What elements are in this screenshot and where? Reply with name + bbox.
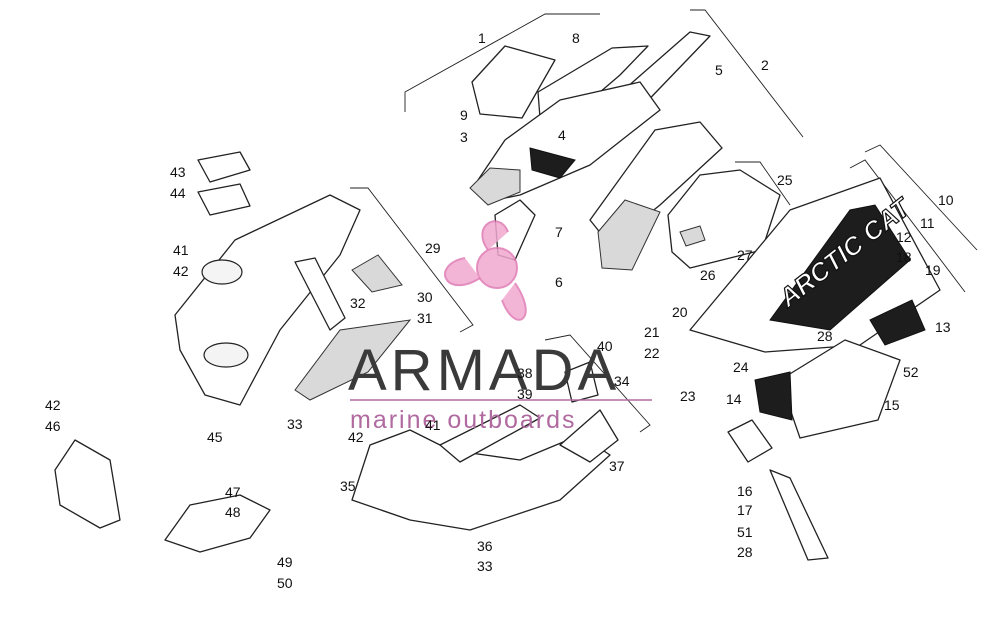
callout-c30: 30 bbox=[417, 289, 433, 305]
part-26-gauge bbox=[679, 225, 706, 247]
callout-c44: 44 bbox=[170, 185, 186, 201]
callout-c49: 49 bbox=[277, 554, 293, 570]
callout-c8: 8 bbox=[572, 30, 580, 46]
callout-c42a: 42 bbox=[173, 263, 189, 279]
part-14-bracket bbox=[754, 371, 793, 421]
part-11-decal-stripe bbox=[769, 204, 911, 331]
callout-c33b: 33 bbox=[477, 558, 493, 574]
callout-c31: 31 bbox=[417, 310, 433, 326]
callout-c23: 23 bbox=[680, 388, 696, 404]
part-3-hood-pad bbox=[469, 167, 521, 206]
callout-c39: 39 bbox=[517, 386, 533, 402]
part-37-panel bbox=[559, 409, 619, 463]
callout-c1: 1 bbox=[478, 30, 486, 46]
part-29-duct-lower bbox=[203, 342, 249, 368]
watermark-tagline: marine outboards bbox=[350, 406, 577, 434]
callout-c12: 12 bbox=[896, 229, 912, 245]
callout-c33a: 33 bbox=[287, 416, 303, 432]
bracket-lines bbox=[350, 9, 978, 433]
part-38-bracket bbox=[439, 404, 541, 463]
callout-c13: 13 bbox=[935, 319, 951, 335]
callout-c22: 22 bbox=[644, 345, 660, 361]
callout-c41a: 41 bbox=[173, 242, 189, 258]
callout-c40: 40 bbox=[597, 338, 613, 354]
part-6-foam-pad bbox=[597, 199, 661, 271]
callout-c20: 20 bbox=[672, 304, 688, 320]
callout-c51: 51 bbox=[737, 524, 753, 540]
callout-c3: 3 bbox=[460, 129, 468, 145]
part-26-dash-panel bbox=[667, 169, 781, 269]
watermark-logo bbox=[444, 220, 527, 321]
callout-c48: 48 bbox=[225, 504, 241, 520]
callout-c46: 46 bbox=[45, 418, 61, 434]
callout-c24: 24 bbox=[733, 359, 749, 375]
part-30-foam bbox=[351, 254, 403, 293]
part-32-bracket bbox=[294, 257, 346, 331]
callout-c14: 14 bbox=[726, 391, 742, 407]
left-panel-group bbox=[54, 151, 412, 553]
part-3-hood-vent bbox=[529, 147, 576, 179]
part-48-bracket bbox=[164, 494, 271, 553]
callout-c35: 35 bbox=[340, 478, 356, 494]
part-43-gasket bbox=[197, 151, 251, 183]
logo-blade-left bbox=[444, 257, 481, 287]
part-29-duct-upper bbox=[201, 259, 243, 285]
callout-c34: 34 bbox=[614, 373, 630, 389]
logo-hub bbox=[476, 247, 518, 289]
logo-blade-right bbox=[501, 282, 527, 321]
part-34-mount bbox=[564, 361, 599, 403]
callout-c41b: 41 bbox=[425, 417, 441, 433]
belly-pan-group bbox=[351, 361, 619, 531]
callout-c27: 27 bbox=[737, 247, 753, 263]
part-16-plate bbox=[727, 419, 773, 463]
callout-c18: 18 bbox=[896, 249, 912, 265]
windshield-group bbox=[469, 31, 723, 271]
side-panel-group: ARCTIC CAT bbox=[689, 177, 941, 561]
callout-c9: 9 bbox=[460, 107, 468, 123]
callout-c32: 32 bbox=[350, 295, 366, 311]
callout-c17: 17 bbox=[737, 502, 753, 518]
callout-c50: 50 bbox=[277, 575, 293, 591]
callout-c7: 7 bbox=[555, 224, 563, 240]
callout-c4: 4 bbox=[558, 127, 566, 143]
part-44-gasket bbox=[197, 183, 251, 216]
callout-c38: 38 bbox=[517, 365, 533, 381]
callout-c11: 11 bbox=[920, 215, 935, 231]
watermark-brand: ARMADA bbox=[348, 338, 620, 403]
callout-c10: 10 bbox=[938, 192, 954, 208]
part-51-strip bbox=[769, 469, 829, 561]
callout-c52: 52 bbox=[903, 364, 919, 380]
callout-c26: 26 bbox=[700, 267, 716, 283]
logo-blade-top bbox=[481, 220, 509, 251]
callout-c45: 45 bbox=[207, 429, 223, 445]
part-13-vent bbox=[869, 299, 926, 346]
callout-c42c: 42 bbox=[348, 429, 364, 445]
callout-c6: 6 bbox=[555, 274, 563, 290]
callout-c25: 25 bbox=[777, 172, 793, 188]
callout-c47: 47 bbox=[225, 484, 241, 500]
callout-c36: 36 bbox=[477, 538, 493, 554]
callout-c43: 43 bbox=[170, 164, 186, 180]
part-46-side-cover bbox=[54, 439, 121, 529]
dash-panel-group bbox=[667, 169, 781, 269]
callout-c37: 37 bbox=[609, 458, 625, 474]
callout-c15: 15 bbox=[884, 397, 900, 413]
part-9-panel bbox=[471, 45, 556, 119]
callout-c2: 2 bbox=[761, 57, 769, 73]
callout-c19: 19 bbox=[925, 262, 941, 278]
part-15-lower-panel bbox=[779, 339, 901, 439]
callout-c28a: 28 bbox=[817, 328, 833, 344]
callout-c28b: 28 bbox=[737, 544, 753, 560]
callout-c29: 29 bbox=[425, 240, 441, 256]
part-31-foam bbox=[294, 319, 412, 401]
callout-c42b: 42 bbox=[45, 397, 61, 413]
callout-c21: 21 bbox=[644, 324, 660, 340]
callout-c16: 16 bbox=[737, 483, 753, 499]
callout-c5: 5 bbox=[715, 62, 723, 78]
